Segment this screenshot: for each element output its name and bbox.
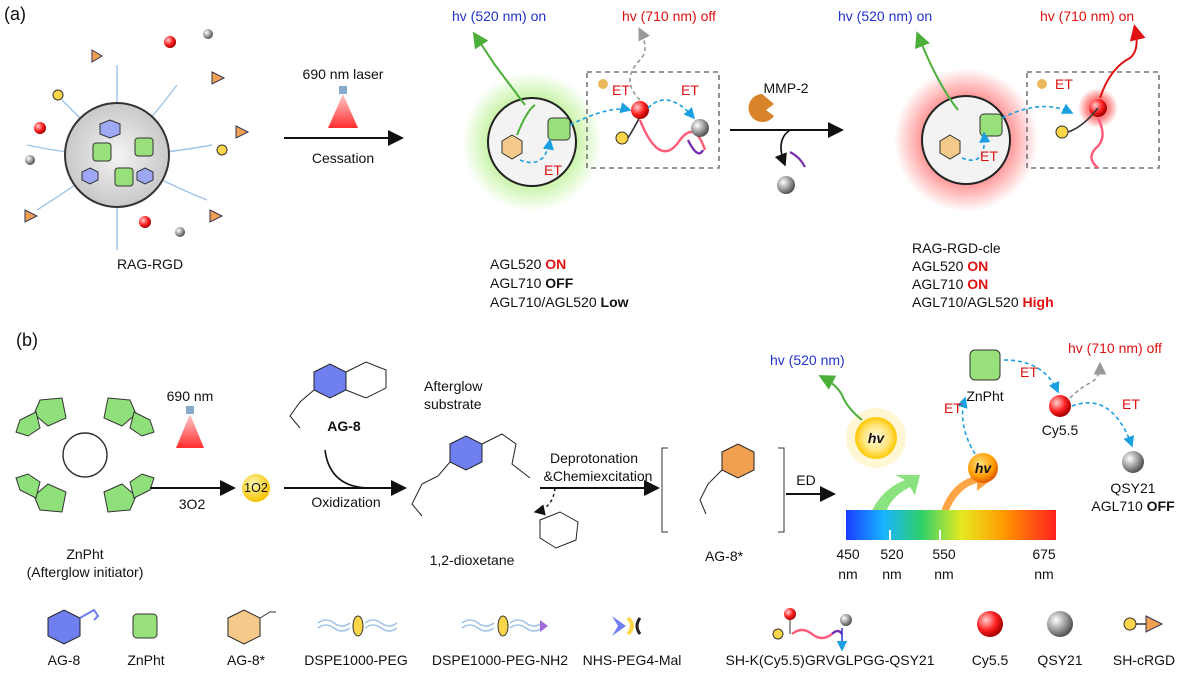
legend-dspe-peg-nh2: DSPE1000-PEG-NH2 — [431, 652, 569, 668]
hv710-off-label-b: hv (710 nm) off — [1068, 340, 1162, 356]
et-label-b3: ET — [1122, 396, 1140, 412]
laser-arrow — [284, 86, 404, 146]
hv710-on-label: hv (710 nm) on — [1040, 8, 1135, 24]
adamantanone-structure — [539, 511, 579, 549]
hv520-on-label-2: hv (520 nm) on — [838, 8, 933, 24]
afterglow-label-2: substrate — [424, 396, 482, 412]
et-label-a1: ET — [612, 82, 630, 98]
energy-transfer-right — [956, 349, 1144, 483]
ag8-structure — [289, 361, 387, 429]
laser-label: 690 nm laser — [302, 66, 384, 82]
mmp2-label: MMP-2 — [763, 80, 809, 96]
spectrum-tick-550: 550 — [932, 546, 956, 562]
status-right-line2: AGL710 ON — [912, 276, 989, 292]
panel-a-label: (a) — [4, 4, 26, 24]
status-mid-line1: AGL520 ON — [490, 256, 567, 272]
dioxetane-label: 1,2-dioxetane — [429, 552, 515, 568]
spectrum-unit-450: nm — [838, 566, 858, 582]
znpht-label: ZnPht — [66, 546, 104, 562]
znpht-sub-label: (Afterglow initiator) — [26, 564, 144, 580]
hv-orange-label: hv — [974, 460, 992, 476]
ed-label: ED — [796, 472, 816, 488]
cleaved-nanoparticle — [894, 24, 1160, 212]
et-label-a5: ET — [980, 148, 998, 164]
hv520-sun — [818, 375, 906, 468]
emission-spectrum — [846, 467, 1056, 540]
hv710-off-label: hv (710 nm) off — [622, 8, 716, 24]
rag-rgd-nanoparticle — [24, 29, 250, 250]
spectrum-tick-450: 450 — [836, 546, 860, 562]
ag8-star-structure — [661, 443, 785, 533]
status-right-line3: AGL710/AGL520 High — [912, 294, 1054, 310]
znpht-structure — [15, 397, 155, 513]
cessation-label: Cessation — [311, 150, 375, 166]
legend-cy55: Cy5.5 — [971, 652, 1009, 668]
ag8-box-label: AG-8 — [327, 418, 361, 434]
legend-graphics — [47, 608, 1164, 652]
status-mid-line2: AGL710 OFF — [490, 275, 574, 291]
oxidization-label: Oxidization — [311, 494, 381, 510]
mmp2-arrow — [730, 94, 844, 194]
status-right-line1: AGL520 ON — [912, 258, 989, 274]
activated-nanoparticle — [462, 27, 720, 212]
deprotonation-label: Deprotonation — [550, 450, 638, 466]
znpht-right-label: ZnPht — [966, 388, 1004, 404]
rag-rgd-label: RAG-RGD — [116, 256, 184, 272]
hv520-label-b: hv (520 nm) — [770, 352, 845, 368]
triplet-o2-label: 3O2 — [178, 496, 206, 512]
spectrum-tick-520: 520 — [880, 546, 904, 562]
legend-dspe-peg: DSPE1000-PEG — [304, 652, 408, 668]
legend-sh-crgd: SH-cRGD — [1112, 652, 1176, 668]
laser-690 — [150, 406, 236, 496]
singlet-oxygen-ball — [242, 474, 270, 502]
legend-nhs-peg: NHS-PEG4-Mal — [582, 652, 682, 668]
et-label-a2: ET — [681, 82, 699, 98]
spectrum-unit-675: nm — [1034, 566, 1054, 582]
legend-peptide: SH-K(Cy5.5)GRVGLPGG-QSY21 — [725, 652, 935, 668]
spectrum-unit-520: nm — [882, 566, 902, 582]
hv-sun-label: hv — [867, 430, 885, 446]
qsy21-right-label: QSY21 — [1110, 480, 1156, 496]
chemiexcitation-label: &Chemiexcitation — [543, 468, 653, 484]
legend-qsy21: QSY21 — [1037, 652, 1083, 668]
agl710-off-label: AGL710 OFF — [1091, 498, 1175, 514]
dioxetane-structure — [411, 433, 531, 517]
et-label-a3: ET — [544, 162, 562, 178]
hv520-on-label-1: hv (520 nm) on — [452, 8, 547, 24]
afterglow-label-1: Afterglow — [424, 378, 483, 394]
legend-znpht: ZnPht — [127, 652, 165, 668]
spectrum-tick-675: 675 — [1032, 546, 1056, 562]
status-right-title: RAG-RGD-cle — [912, 240, 1001, 256]
spectrum-unit-550: nm — [934, 566, 954, 582]
et-label-b1: ET — [944, 400, 962, 416]
panel-b-label: (b) — [16, 330, 38, 350]
legend-ag8: AG-8 — [47, 652, 81, 668]
ag8-star-label: AG-8* — [704, 548, 744, 564]
nm690-label: 690 nm — [166, 388, 214, 404]
et-label-b2: ET — [1020, 364, 1038, 380]
cy55-right-label: Cy5.5 — [1041, 422, 1079, 438]
singlet-o2-label: 1O2 — [244, 481, 268, 495]
status-mid-line3: AGL710/AGL520 Low — [490, 294, 629, 310]
et-label-a4: ET — [1055, 76, 1073, 92]
legend-ag8-star: AG-8* — [226, 652, 266, 668]
